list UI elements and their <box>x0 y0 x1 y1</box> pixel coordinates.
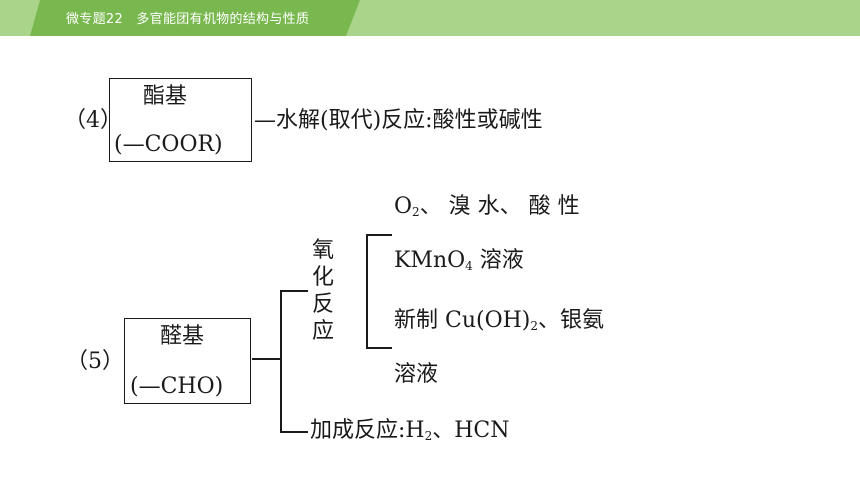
oxidant-bracket-bottom <box>366 347 392 349</box>
item5-stem-line <box>252 358 280 360</box>
oxidation-char-4: 应 <box>311 319 334 344</box>
item5-addition: 加成反应:H2、HCN <box>310 418 510 443</box>
item4-group-formula: (—COOR) <box>114 132 223 157</box>
item4-reaction: —水解(取代)反应:酸性或碱性 <box>254 108 543 133</box>
oxidant-o2-base: O <box>394 194 413 219</box>
item4-group-name: 酯基 <box>143 84 188 109</box>
header-bar: 微专题22 多官能团有机物的结构与性质 <box>0 0 860 36</box>
oxidant-cuoh2-sub: 2 <box>530 319 539 333</box>
item5-index: （5） <box>66 349 124 374</box>
header-bar-accent <box>30 0 360 36</box>
oxidant-o2-sub: 2 <box>412 205 420 219</box>
oxidant-line-3-rest: 、银氨 <box>538 308 605 333</box>
addition-rest: 、HCN <box>432 418 510 443</box>
oxidant-kmno4-base: KMnO <box>394 248 466 273</box>
oxidation-char-3: 反 <box>311 292 334 317</box>
oxidant-line-1-rest: 、 溴 水、 酸 性 <box>419 194 580 219</box>
item5-group-name: 醛基 <box>160 324 205 349</box>
oxidant-line-1: O2、 溴 水、 酸 性 <box>394 194 580 219</box>
item4-group-box <box>109 78 252 162</box>
oxidant-bracket-vertical <box>366 234 368 348</box>
oxidation-char-1: 氧 <box>311 238 334 263</box>
oxidant-line-2: KMnO4 溶液 <box>394 248 524 273</box>
addition-h2-sub: 2 <box>424 429 433 443</box>
oxidant-line-2-rest: 溶液 <box>472 248 524 273</box>
oxidation-char-2: 化 <box>311 265 334 290</box>
item5-branch-vertical <box>280 290 282 432</box>
item5-group-box <box>124 318 251 404</box>
item4-index: （4） <box>64 108 122 133</box>
item5-branch-oxidation <box>280 290 308 292</box>
item5-oxidation-label: 氧 化 反 应 <box>310 237 336 345</box>
oxidant-bracket-top <box>366 234 392 236</box>
item5-group-formula: (—CHO) <box>130 374 224 399</box>
oxidant-kmno4-sub: 4 <box>465 259 473 273</box>
item5-branch-addition <box>280 431 308 433</box>
oxidant-line-3: 新制 Cu(OH)2、银氨 <box>394 308 605 333</box>
oxidant-line-4: 溶液 <box>394 362 439 387</box>
addition-h2-base: 加成反应:H <box>310 418 425 443</box>
oxidant-cuoh2-base: 新制 Cu(OH) <box>394 308 531 333</box>
header-title: 微专题22 多官能团有机物的结构与性质 <box>66 12 310 27</box>
